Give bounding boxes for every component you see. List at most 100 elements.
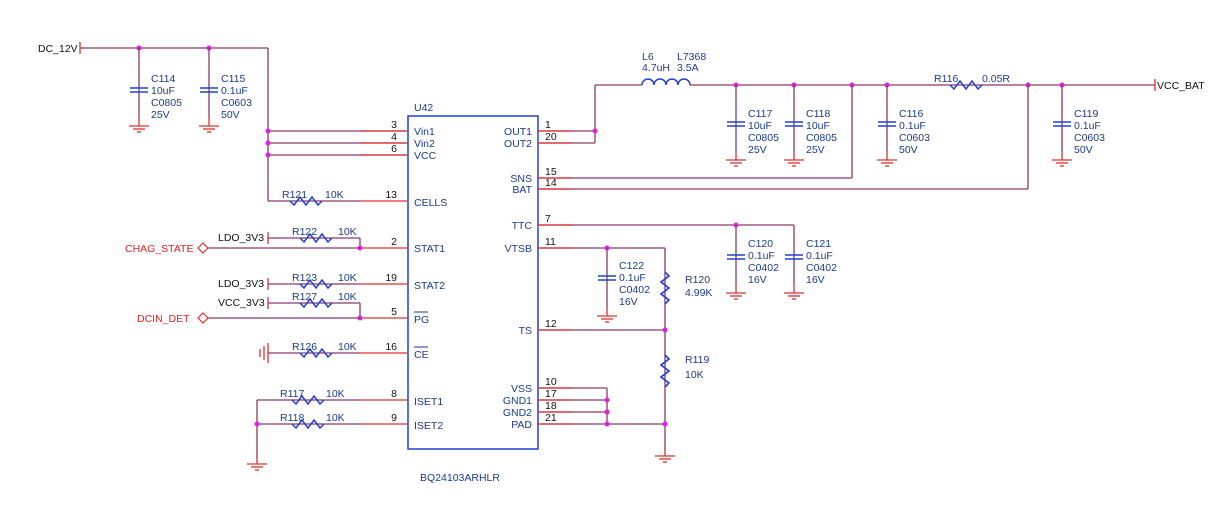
- ic-right_pins-6-name: TS: [519, 325, 532, 337]
- capacitors-c115-ref: C115: [221, 73, 245, 85]
- ic-right_pins-4-name: TTC: [512, 220, 533, 232]
- resistors-r123-value: 10K: [338, 272, 357, 284]
- capacitors-c120-volt: 16V: [748, 274, 767, 286]
- resistors-r119-ref: R119: [685, 354, 709, 366]
- capacitors-c122-volt: 16V: [619, 296, 638, 308]
- output-stage: L6 L7368 4.7uH 3.5A C117 10uF C0805 25V …: [592, 51, 1205, 189]
- net-label-dc12v: DC_12V: [38, 43, 78, 55]
- ic-left_pins-6-name: PG: [414, 314, 429, 326]
- capacitors-c122-pkg: C0402: [619, 284, 650, 296]
- ic-left_pins-4-num: 2: [391, 236, 397, 248]
- resistors-r120-value: 4.99K: [685, 287, 712, 299]
- ttc-circuit: C120 0.1uF C0402 16V C121 0.1uF C0402 16…: [725, 222, 837, 300]
- right-pins: 1 20 OUT1 OUT2 15 14 SNS BAT 7 TTC 11 VT…: [503, 119, 1028, 431]
- capacitors-c119-pkg: C0603: [1074, 132, 1105, 144]
- ic-right_pins-2-name: SNS: [510, 173, 532, 185]
- inductor-rating: 3.5A: [677, 62, 699, 74]
- ic-right_pins-6-num: 12: [545, 318, 557, 330]
- ic-left_pins-5-name: STAT2: [414, 280, 445, 292]
- iset-circuit: R117 10K R118 10K: [246, 388, 360, 471]
- ic-right_pins-3-num: 14: [545, 177, 557, 189]
- resistors-r120-ref: R120: [685, 274, 710, 286]
- net-label-dcin-det: DCIN_DET: [137, 313, 190, 325]
- capacitors-c121-volt: 16V: [806, 274, 825, 286]
- capacitors-c117-ref: C117: [748, 108, 772, 120]
- capacitors-c119-value: 0.1uF: [1074, 120, 1101, 132]
- nets-ldo1: LDO_3V3: [218, 232, 264, 244]
- ts-circuit: C122 0.1uF C0402 16V R120 4.99K R119 10K: [596, 245, 712, 463]
- capacitors-c122-ref: C122: [619, 260, 644, 272]
- net-label-chag-state: CHAG_STATE: [125, 243, 193, 255]
- capacitors-c120-ref: C120: [748, 238, 773, 250]
- resistors-r122-ref: R122: [292, 226, 317, 238]
- ic-right_pins-10-num: 21: [545, 412, 557, 424]
- resistors-r117-ref: R117: [280, 388, 304, 400]
- resistors-r118-value: 10K: [326, 412, 345, 424]
- capacitors-c118-pkg: C0805: [806, 132, 837, 144]
- resistors-r123-ref: R123: [292, 272, 317, 284]
- capacitors-c114-pkg: C0805: [151, 97, 182, 109]
- inductor-ref: L6: [642, 51, 654, 63]
- net-label-vcc-bat: VCC_BAT: [1157, 80, 1205, 92]
- ic-left_pins-8-num: 8: [391, 388, 397, 400]
- pin-name: VCC: [414, 150, 437, 162]
- left-pins: 3 4 6 Vin1 Vin2 VCC 13 CELLS 2 STAT1 19 …: [268, 119, 447, 432]
- capacitors-c119-ref: C119: [1074, 108, 1098, 120]
- ic-right_pins-9-name: GND2: [503, 407, 532, 419]
- r121: R121 10K: [268, 189, 360, 207]
- ic-left_pins-4-name: STAT1: [414, 243, 445, 255]
- nets-vcc3v3: VCC_3V3: [218, 297, 265, 309]
- capacitors-c117-value: 10uF: [748, 120, 772, 132]
- resistors-r126-value: 10K: [338, 341, 357, 353]
- capacitors-c117-pkg: C0805: [748, 132, 779, 144]
- ic-right_pins-0-num: 1: [545, 119, 551, 131]
- capacitors-c118-ref: C118: [806, 108, 830, 120]
- capacitors-c119-volt: 50V: [1074, 144, 1093, 156]
- capacitors-c117-volt: 25V: [748, 144, 767, 156]
- ic-right_pins-1-num: 20: [545, 131, 557, 143]
- ic-left_pins-9-name: ISET2: [414, 420, 443, 432]
- inductor-part: L7368: [677, 51, 706, 63]
- ic-right_pins-1-name: OUT2: [504, 138, 532, 150]
- ce-circuit: R126 10K: [259, 341, 360, 363]
- inductor-value: 4.7uH: [642, 62, 670, 74]
- ic-part: BQ24103ARHLR: [420, 472, 500, 484]
- capacitors-c116-pkg: C0603: [899, 132, 930, 144]
- ic-right_pins-3-name: BAT: [512, 184, 532, 196]
- ic-left_pins-9-num: 9: [391, 412, 397, 424]
- ic-left_pins-3-name: CELLS: [414, 197, 447, 209]
- resistors-r121-ref: R121: [282, 189, 307, 201]
- capacitors-c115-volt: 50V: [221, 109, 240, 121]
- pin-num: 3: [391, 119, 397, 131]
- resistors-r127-value: 10K: [338, 291, 357, 303]
- capacitors-c118-value: 10uF: [806, 120, 830, 132]
- resistors-r121-value: 10K: [325, 189, 344, 201]
- ic-left_pins-5-num: 19: [385, 272, 397, 284]
- pin-name: Vin1: [414, 126, 435, 138]
- ic-left_pins-3-num: 13: [385, 189, 397, 201]
- ic-body: [407, 115, 539, 450]
- ic-right_pins-5-name: VTSB: [505, 243, 532, 255]
- capacitors-c115-value: 0.1uF: [221, 85, 248, 97]
- ic-left_pins-6-num: 5: [391, 306, 397, 318]
- nets-ldo2: LDO_3V3: [218, 278, 264, 290]
- capacitors-c120-value: 0.1uF: [748, 250, 775, 262]
- stat1-circuit: LDO_3V3 R122 10K CHAG_STATE: [125, 226, 363, 255]
- ic-left_pins-8-name: ISET1: [414, 396, 443, 408]
- resistors-r126-ref: R126: [292, 341, 317, 353]
- capacitors-c118-volt: 25V: [806, 144, 825, 156]
- capacitors-c121-ref: C121: [806, 238, 831, 250]
- ic-right_pins-8-num: 17: [545, 388, 557, 400]
- capacitors-c114-volt: 25V: [151, 109, 170, 121]
- ic-right_pins-7-name: VSS: [511, 383, 532, 395]
- pin-num: 6: [391, 143, 397, 155]
- resistors-r116-value: 0.05R: [982, 73, 1010, 85]
- ic-right_pins-4-num: 7: [545, 213, 551, 225]
- pin-name: Vin2: [414, 138, 435, 150]
- ic-right_pins-5-num: 11: [545, 236, 556, 248]
- capacitors-c116-ref: C116: [899, 108, 923, 120]
- ic-ref: U42: [414, 102, 433, 114]
- ic-left_pins-7-num: 16: [385, 341, 397, 353]
